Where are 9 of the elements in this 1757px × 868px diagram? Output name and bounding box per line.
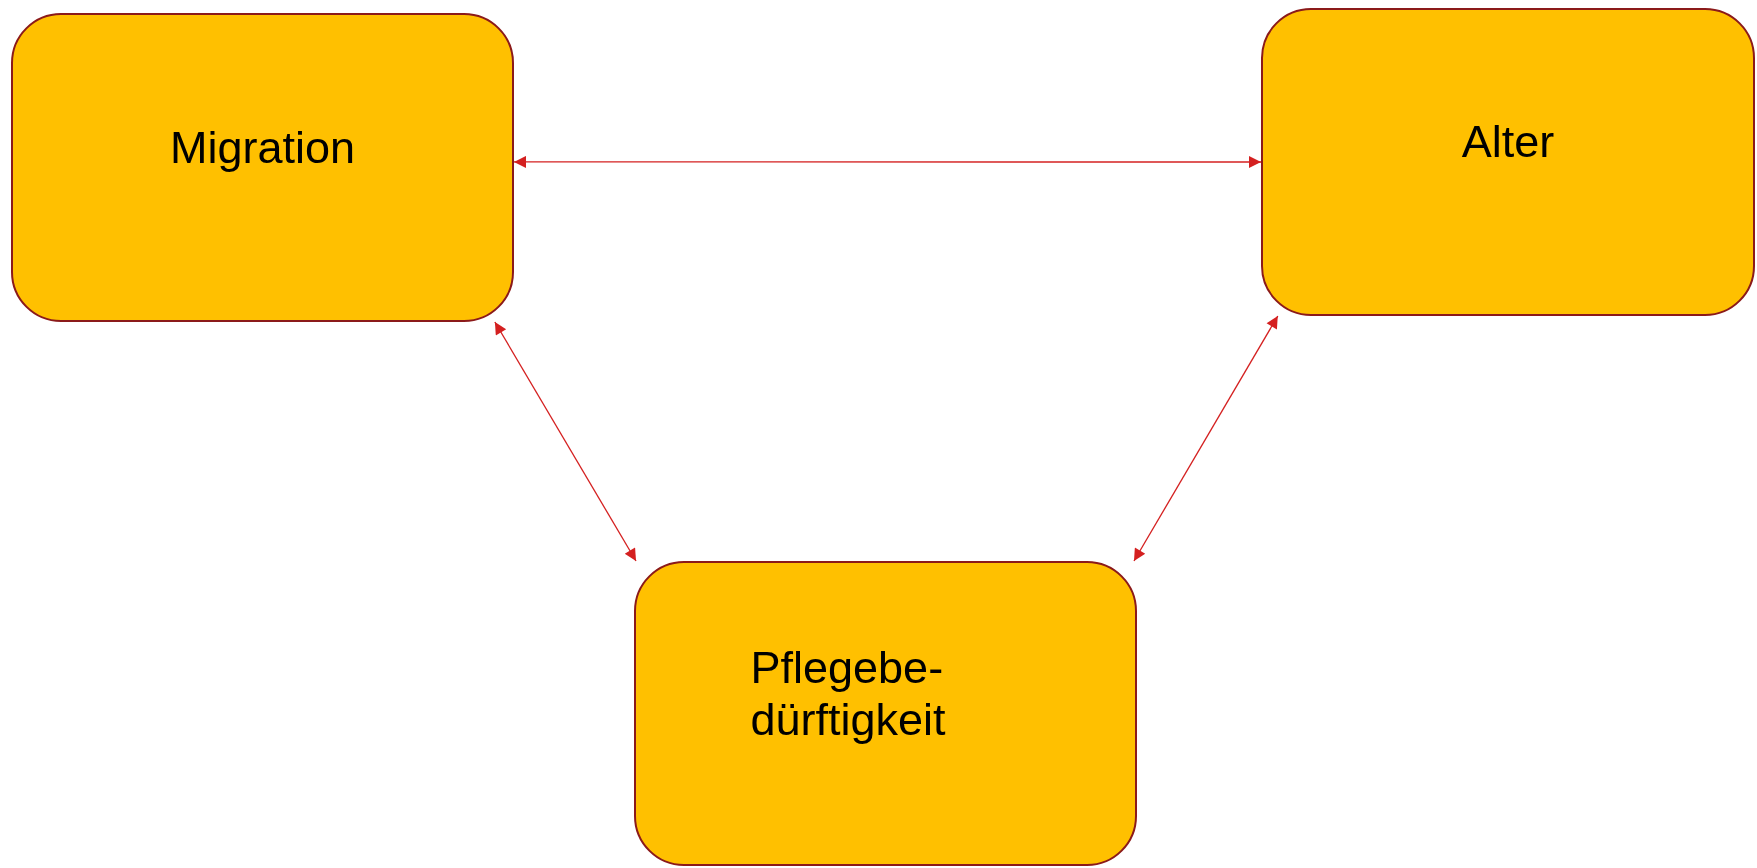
rounded-box [11,13,514,322]
rounded-box [634,561,1137,866]
node-label: Pflegebe- dürftigkeit [750,641,947,746]
rounded-box [1261,8,1755,316]
node-label: Alter [1461,116,1555,168]
double-arrow [1133,315,1279,562]
node-label: Migration [169,121,356,174]
double-arrow [513,155,1262,168]
double-arrow [494,321,637,562]
